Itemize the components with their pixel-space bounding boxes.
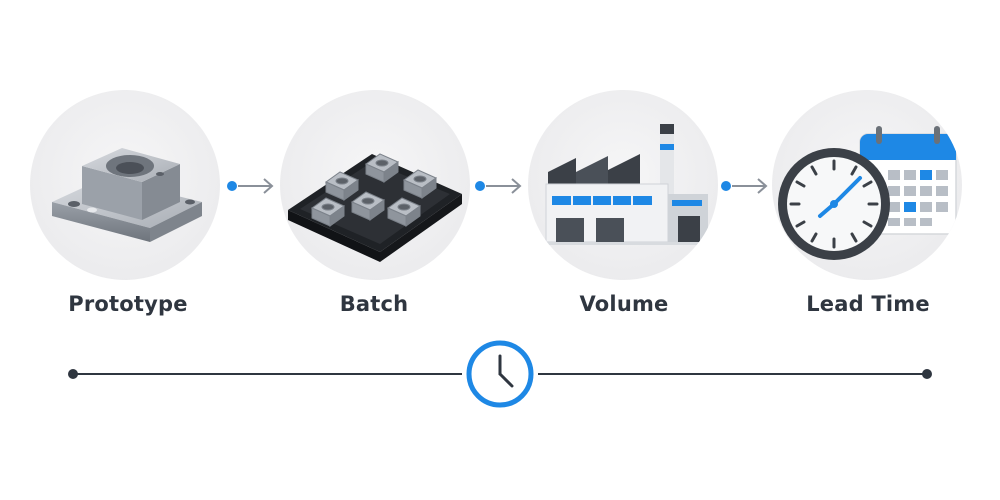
stage-label-batch: Batch	[339, 292, 409, 316]
prototype-circle	[30, 90, 220, 280]
arrow-right-icon	[511, 178, 522, 194]
arrow-connector-2	[475, 178, 522, 194]
arrow-right-icon	[263, 178, 274, 194]
connector-dot	[475, 181, 485, 191]
stage-label-lead-time: Lead Time	[806, 292, 930, 316]
connector-dot	[721, 181, 731, 191]
volume-circle	[528, 90, 718, 280]
stage-label-prototype: Prototype	[68, 292, 188, 316]
arrow-connector-3	[721, 178, 768, 194]
stage-label-volume: Volume	[579, 292, 669, 316]
connector-dot	[227, 181, 237, 191]
factory-icon	[538, 124, 714, 245]
batch-circle	[280, 90, 470, 280]
lead-time-circle	[772, 90, 962, 280]
arrow-right-icon	[757, 178, 768, 194]
clock-icon	[466, 340, 534, 408]
timeline-end-dot	[922, 369, 932, 379]
wall-clock-icon	[778, 148, 890, 260]
clock-calendar-icon	[778, 126, 957, 260]
machined-part-icon	[52, 148, 202, 242]
arrow-connector-1	[227, 178, 274, 194]
timeline-start-dot	[68, 369, 78, 379]
parts-tray-icon	[288, 153, 462, 262]
